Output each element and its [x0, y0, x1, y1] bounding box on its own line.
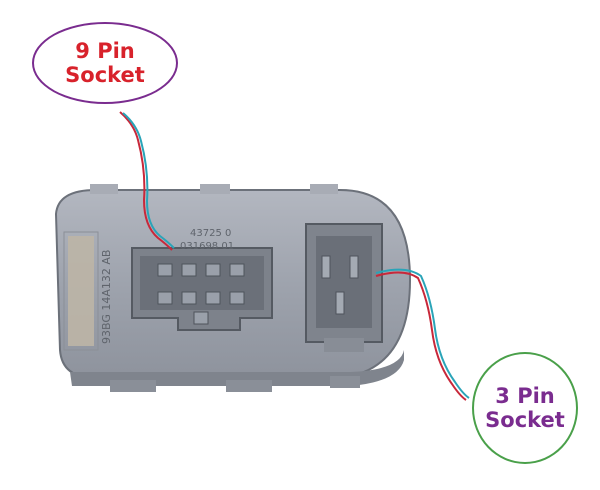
- housing-tab: [310, 184, 338, 194]
- pin: [181, 291, 197, 305]
- housing-lip: [70, 350, 404, 386]
- pin: [321, 255, 331, 279]
- wire-3pin-teal: [375, 268, 470, 399]
- nine-pin-socket-label: 9 Pin Socket: [32, 22, 178, 104]
- wire-3pin-red: [375, 271, 467, 401]
- housing-tab: [200, 184, 230, 194]
- nine-pin-contacts: [157, 263, 245, 325]
- pin: [229, 263, 245, 277]
- nine-pin-label-line1: 9 Pin: [75, 38, 135, 63]
- part-number: 93BG 14A132 AB: [100, 250, 113, 344]
- housing-clip: [110, 380, 156, 392]
- wire-9pin-red: [119, 111, 173, 251]
- housing-clip: [330, 376, 360, 388]
- three-pin-latch: [324, 338, 364, 352]
- pin: [335, 291, 345, 315]
- pin: [229, 291, 245, 305]
- wire-9pin-teal: [122, 112, 175, 249]
- pin: [157, 291, 173, 305]
- housing-clip: [226, 380, 272, 392]
- pin: [349, 255, 359, 279]
- three-pin-label-line1: 3 Pin: [495, 383, 555, 408]
- pin: [205, 291, 221, 305]
- three-pin-socket-label: 3 Pin Socket: [472, 352, 578, 464]
- part-code-a: 43725 0: [190, 228, 231, 239]
- three-pin-label-line2: Socket: [485, 408, 565, 432]
- part-code-b: 031698 01: [180, 241, 234, 252]
- label-sticker-shadow: [63, 231, 99, 351]
- housing-tab: [90, 184, 118, 194]
- nine-pin-label-line2: Socket: [65, 63, 145, 87]
- pin: [181, 263, 197, 277]
- label-sticker: [68, 236, 94, 346]
- pin: [193, 311, 209, 325]
- pin: [157, 263, 173, 277]
- pin: [205, 263, 221, 277]
- three-pin-contacts: [321, 255, 359, 315]
